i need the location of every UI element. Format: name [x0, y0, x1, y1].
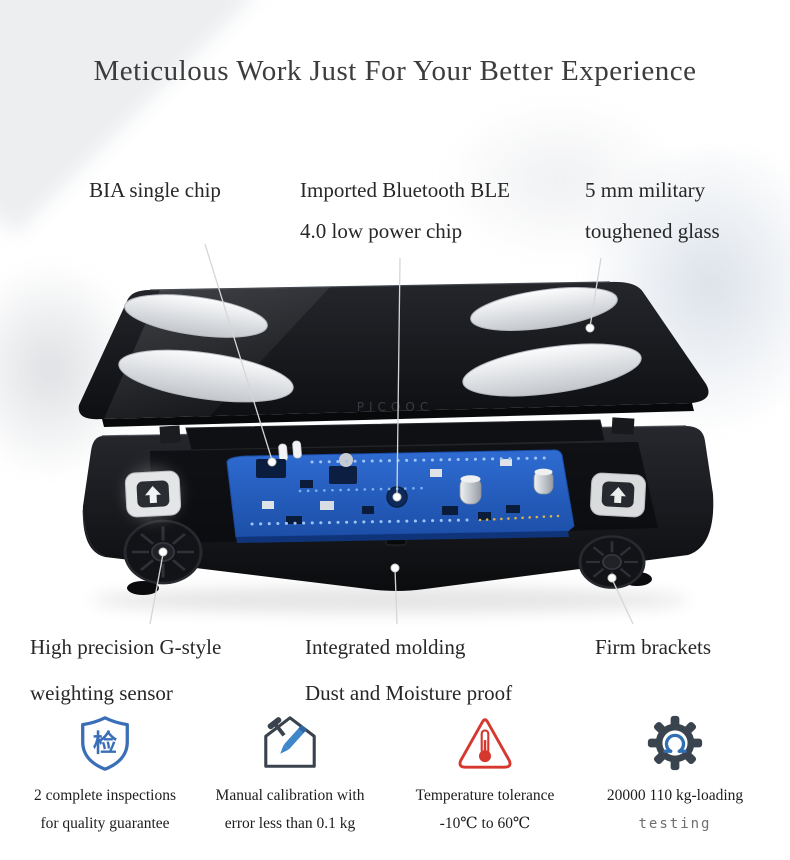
callout-bia-chip: BIA single chip	[42, 170, 268, 211]
callout-leaders	[149, 243, 634, 625]
temperature-warning-icon	[458, 718, 512, 769]
bracket-mount-left	[124, 470, 182, 518]
pcb-board	[226, 440, 575, 543]
callout-dot	[392, 492, 402, 502]
callout-line: BIA single chip	[89, 178, 221, 202]
load-testing-gear-icon	[647, 715, 703, 771]
leader-line	[589, 257, 602, 328]
callout-line: 5 mm military	[585, 178, 706, 202]
weight-sensor-right	[578, 535, 646, 589]
bracket-mount-right	[589, 472, 647, 518]
callout-dot	[607, 573, 617, 583]
scale-foot	[127, 581, 159, 595]
leader-line	[396, 257, 401, 496]
inspection-glyph: 检	[93, 730, 118, 758]
feature-caption-line: testing	[638, 816, 712, 832]
callout-dot	[390, 563, 400, 573]
scale-exploded-view: PICOOC	[78, 243, 714, 625]
inspection-shield-icon: 检	[81, 716, 129, 771]
callout-line: 4.0 low power chip	[300, 219, 463, 243]
bluetooth-chip	[329, 466, 357, 484]
callout-integrated-molding: Integrated molding Dust and Moisture pro…	[305, 624, 512, 716]
callout-firm-brackets: Firm brackets	[595, 624, 711, 670]
feature-load-testing: 20000 110 kg-loading testing	[582, 712, 768, 838]
feature-row: 检 2 complete inspections for quality gua…	[0, 712, 790, 857]
callout-toughened-glass: 5 mm military toughened glass	[585, 170, 720, 252]
manual-calibration-icon	[264, 716, 316, 768]
electrode-pad	[470, 287, 618, 331]
feature-caption-line: Temperature tolerance	[415, 787, 555, 804]
feature-manual-calibration: Manual calibration with error less than …	[196, 712, 384, 838]
leader-line	[394, 568, 398, 625]
glass-platform: PICOOC	[78, 281, 709, 427]
callout-bluetooth-chip: Imported Bluetooth BLE 4.0 low power chi…	[300, 170, 510, 252]
page-title: Meticulous Work Just For Your Better Exp…	[93, 55, 697, 87]
callout-line: Imported Bluetooth BLE	[300, 178, 510, 202]
callout-line: Integrated molding	[305, 635, 466, 659]
feature-quality-inspection: 检 2 complete inspections for quality gua…	[10, 712, 200, 838]
middle-frame	[159, 417, 635, 451]
feature-caption-line: -10℃ to 60℃	[439, 815, 531, 832]
callout-dots	[158, 323, 617, 583]
callout-weighting-sensor: High precision G-style weighting sensor	[30, 624, 221, 716]
electrode-pad	[124, 294, 268, 338]
feature-caption-line: error less than 0.1 kg	[224, 815, 356, 832]
callout-line: Firm brackets	[595, 635, 712, 659]
pcb-connector	[292, 440, 302, 459]
callout-line: Dust and Moisture proof	[305, 681, 513, 705]
callout-dot	[585, 323, 595, 333]
electrode-pad	[462, 343, 642, 397]
callout-dot	[158, 547, 168, 557]
feature-caption-line: 20000 110 kg-loading	[606, 787, 744, 804]
bia-chip	[256, 459, 286, 478]
leader-line	[149, 553, 164, 625]
up-arrow-icon	[145, 486, 162, 504]
feature-temperature-tolerance: Temperature tolerance -10℃ to 60℃	[392, 712, 578, 838]
feature-caption-line: 2 complete inspections	[33, 787, 177, 804]
background-haze	[430, 90, 690, 270]
brand-logo: PICOOC	[357, 400, 433, 414]
tool-icon	[267, 717, 286, 737]
callout-line: weighting sensor	[30, 681, 173, 705]
feature-caption-line: for quality guarantee	[40, 815, 170, 832]
leader-line	[611, 578, 634, 625]
pcb-connector	[278, 443, 288, 462]
floor-shadow	[90, 587, 690, 613]
callout-line: High precision G-style	[30, 635, 222, 659]
leader-line	[204, 243, 273, 461]
up-arrow-icon	[609, 487, 626, 504]
pen-icon	[280, 724, 307, 754]
omega-symbol	[663, 733, 687, 753]
callout-line: toughened glass	[585, 219, 720, 243]
callout-dot	[267, 457, 277, 467]
feature-caption-line: Manual calibration with	[215, 787, 365, 804]
